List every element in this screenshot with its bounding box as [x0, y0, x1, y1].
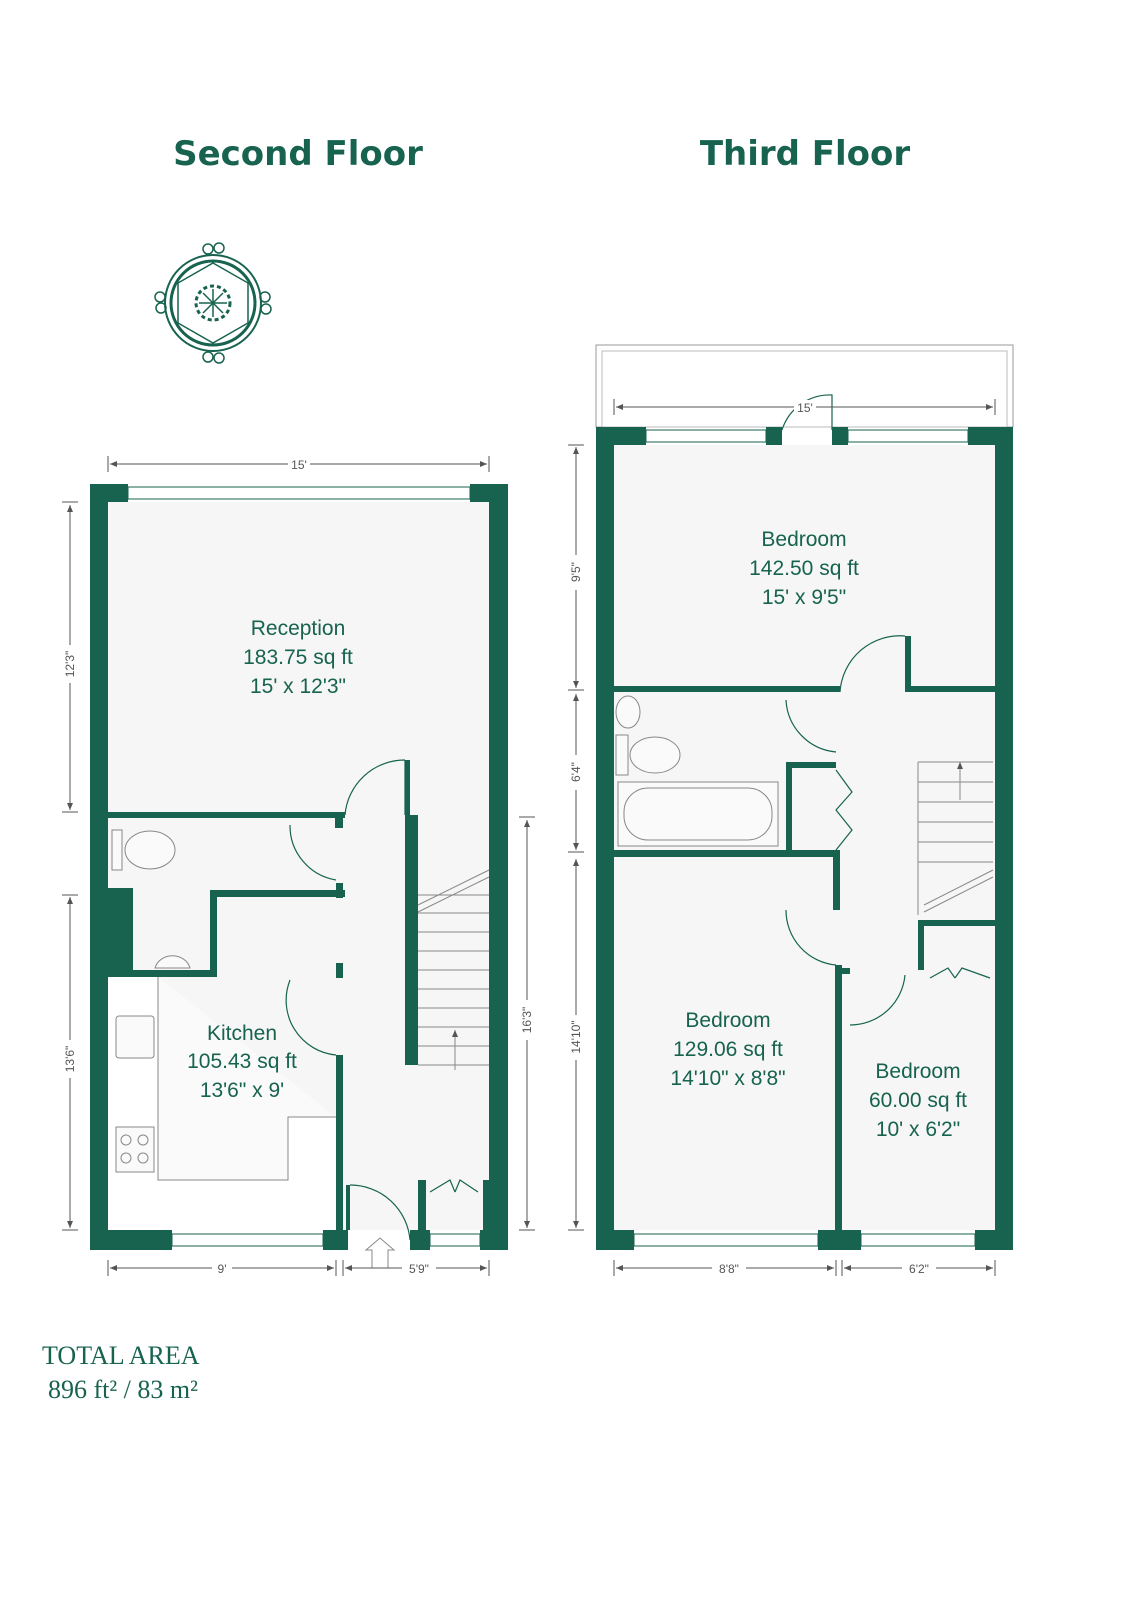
third-floor-plan: Bedroom 142.50 sq ft 15' x 9'5" Bedroom …	[568, 344, 1014, 1276]
second-floor-title: Second Floor	[173, 134, 423, 174]
third-floor-dimensions: 15' 9'5" 6'4" 14'10" 8'8" 6'2"	[568, 399, 996, 1276]
bedroom-2-area: 129.06 sq ft	[673, 1038, 783, 1061]
reception-size: 15' x 12'3"	[250, 675, 346, 698]
reception-area: 183.75 sq ft	[243, 646, 353, 669]
toilet-icon	[111, 829, 176, 871]
svg-text:16'3": 16'3"	[520, 1007, 534, 1034]
svg-text:13'6": 13'6"	[63, 1046, 77, 1073]
reception-label: Reception	[251, 617, 346, 640]
svg-text:9': 9'	[218, 1262, 227, 1276]
kitchen-area: 105.43 sq ft	[187, 1050, 297, 1073]
bedroom-2-label: Bedroom	[685, 1009, 770, 1032]
svg-text:15': 15'	[797, 401, 813, 415]
entrance-arrow-icon	[364, 1237, 396, 1268]
svg-text:9'5": 9'5"	[569, 562, 583, 582]
svg-text:8'8": 8'8"	[719, 1262, 739, 1276]
kitchen-size: 13'6" x 9'	[200, 1079, 284, 1102]
bedroom-3-label: Bedroom	[875, 1060, 960, 1083]
bedroom-1-size: 15' x 9'5"	[762, 586, 846, 609]
third-floor-title: Third Floor	[700, 134, 911, 174]
bedroom-3-area: 60.00 sq ft	[869, 1089, 967, 1112]
bedroom-1-area: 142.50 sq ft	[749, 557, 859, 580]
bedroom-1-label: Bedroom	[761, 528, 846, 551]
svg-text:6'4": 6'4"	[569, 762, 583, 782]
total-area-label: TOTAL AREA	[42, 1341, 200, 1370]
svg-text:15': 15'	[291, 458, 307, 472]
svg-text:12'3": 12'3"	[63, 651, 77, 678]
compass-rose-icon	[154, 242, 272, 364]
toilet-icon	[615, 734, 681, 776]
bedroom-2-size: 14'10" x 8'8"	[670, 1067, 785, 1090]
svg-text:5'9": 5'9"	[409, 1262, 429, 1276]
total-area-value: 896 ft² / 83 m²	[48, 1375, 198, 1404]
svg-text:14'10": 14'10"	[569, 1020, 583, 1053]
second-floor-plan: Reception 183.75 sq ft 15' x 12'3" Kitch…	[62, 456, 535, 1276]
basin-icon	[615, 695, 641, 729]
hob-icon	[115, 1126, 155, 1173]
bedroom-3-size: 10' x 6'2"	[876, 1118, 960, 1141]
basin-icon	[154, 955, 191, 969]
kitchen-label: Kitchen	[207, 1022, 277, 1045]
svg-text:6'2": 6'2"	[909, 1262, 929, 1276]
second-floor-dimensions: 15' 12'3" 13'6" 16'3" 9' 5'9"	[62, 456, 535, 1276]
bathtub-icon	[617, 781, 779, 847]
sink-icon	[115, 1015, 155, 1059]
